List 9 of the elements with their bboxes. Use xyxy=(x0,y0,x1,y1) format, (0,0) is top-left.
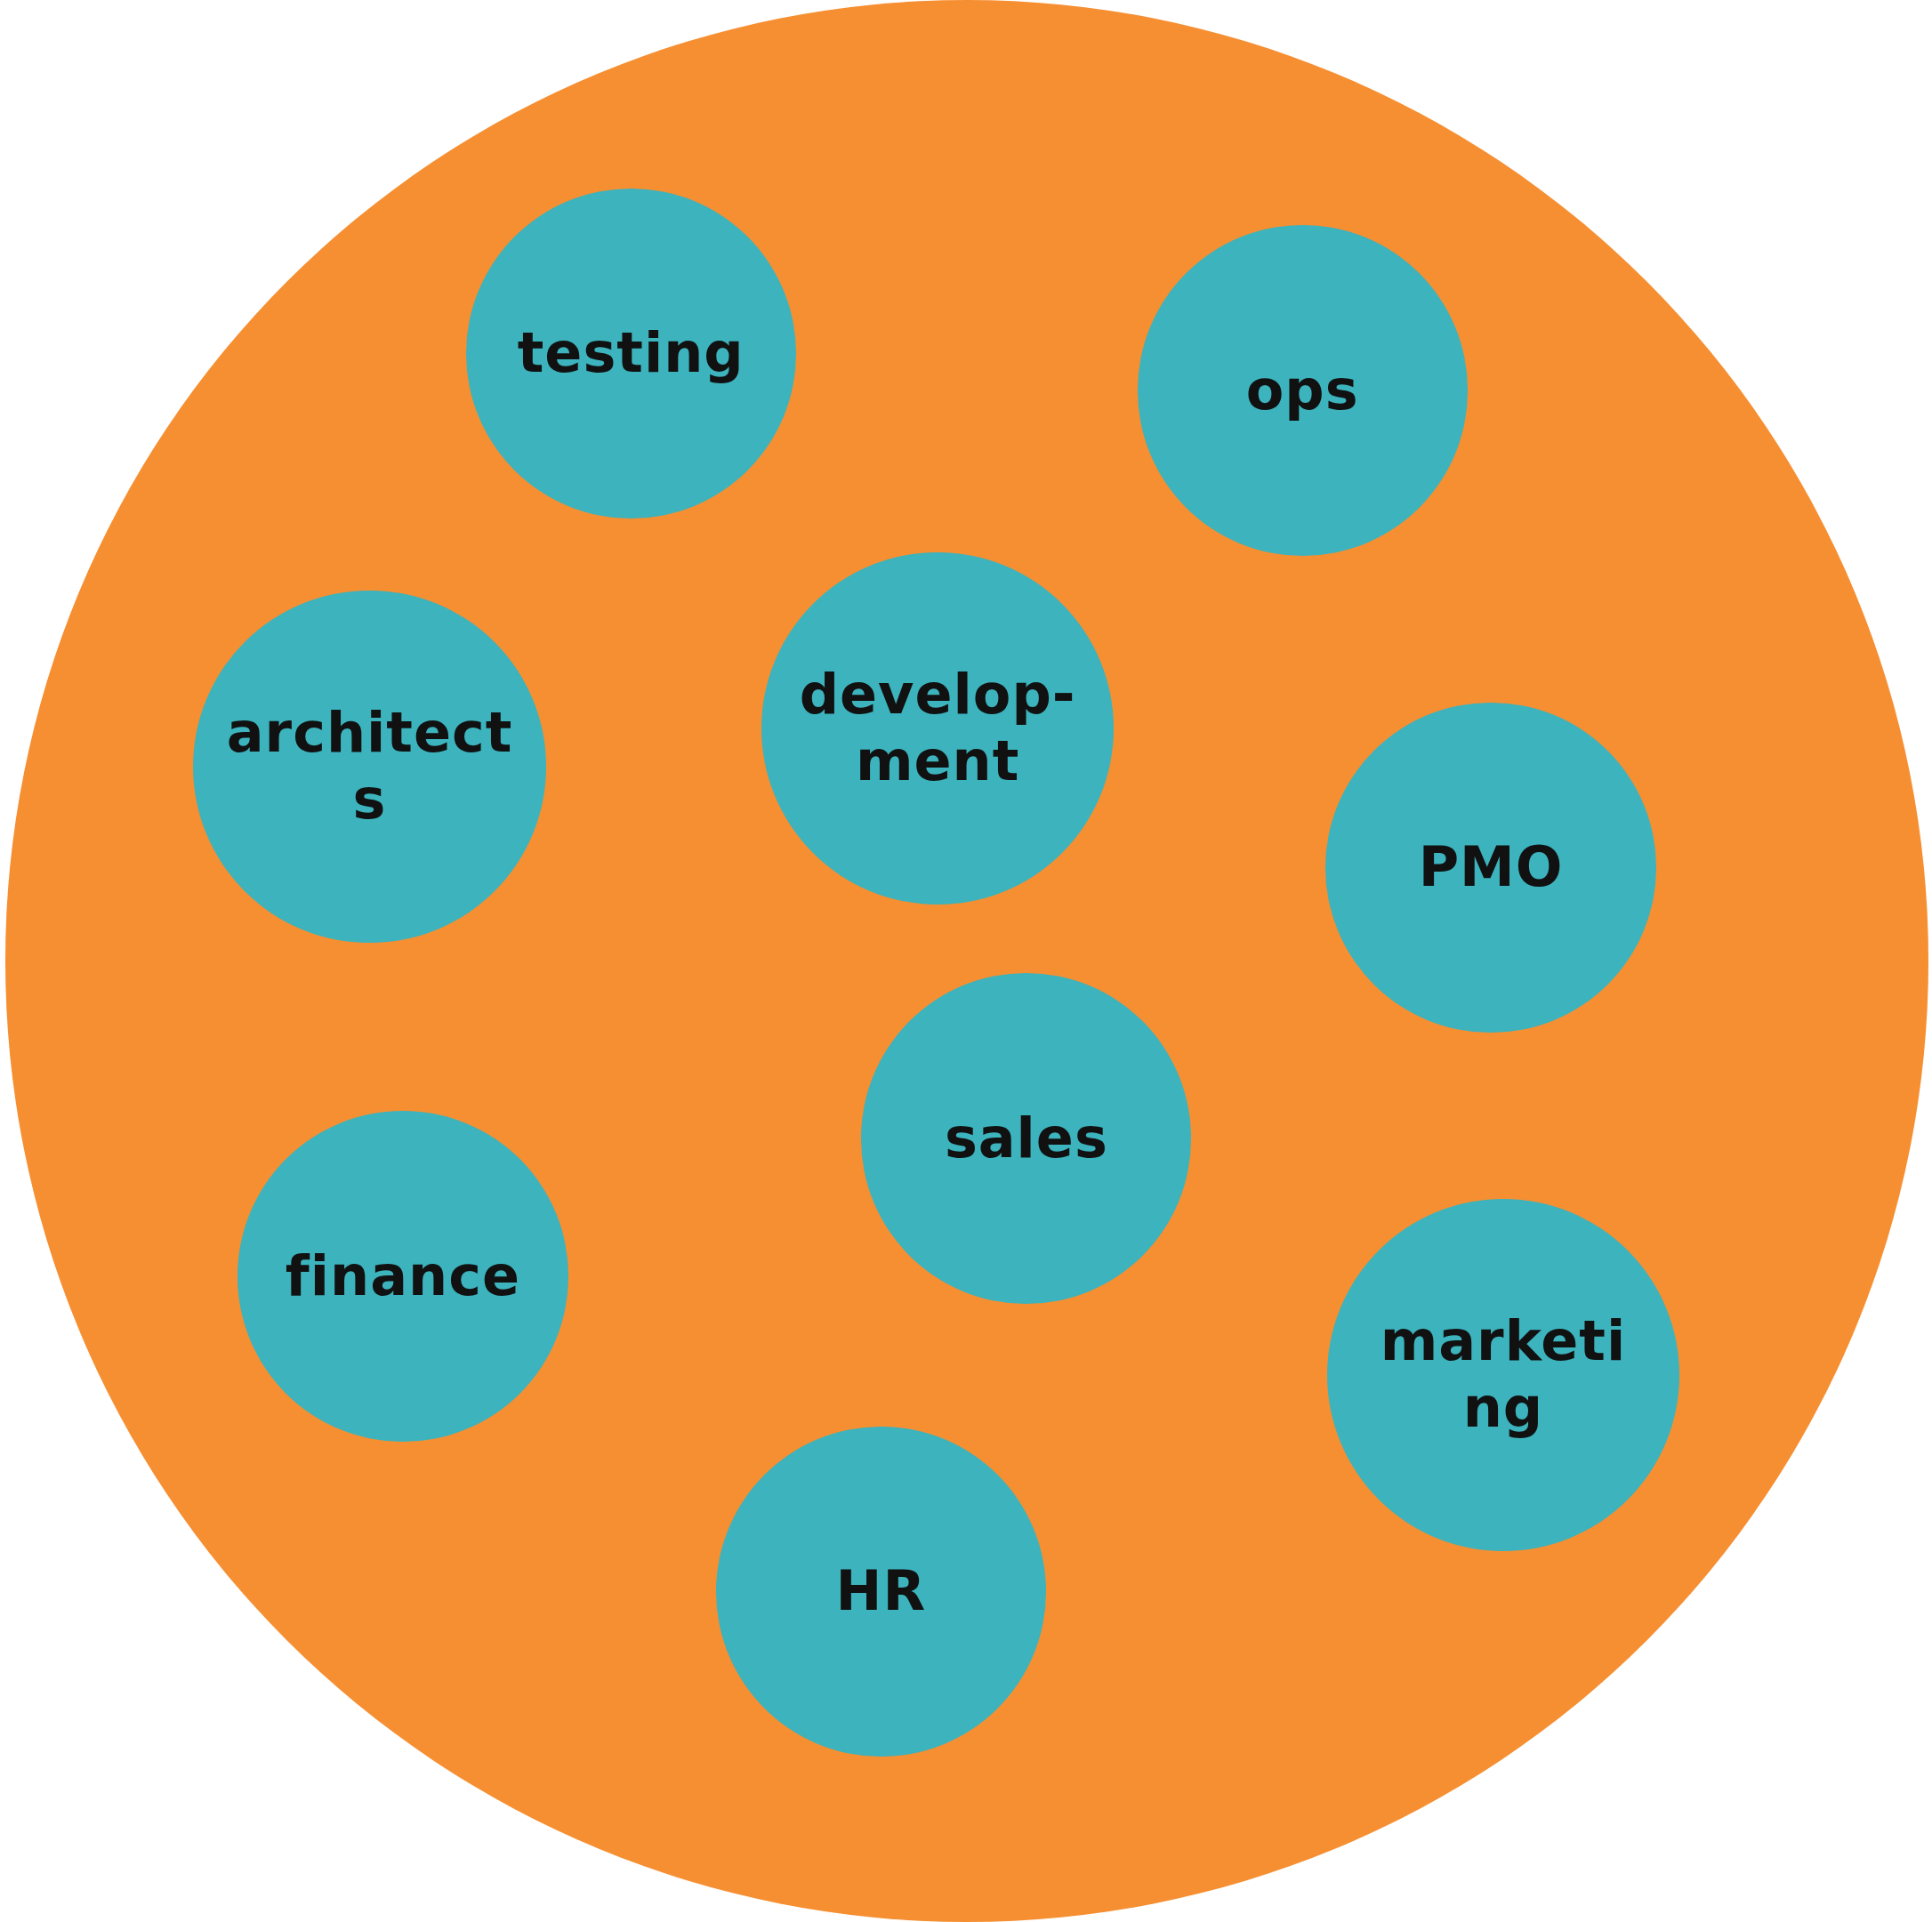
node-label: ops xyxy=(1245,357,1359,424)
node-label: architects xyxy=(225,700,514,832)
node-label: marketing xyxy=(1379,1308,1628,1442)
node-label: finance xyxy=(285,1242,520,1310)
node-label: PMO xyxy=(1418,833,1564,901)
node-label: testing xyxy=(517,320,745,387)
node-label: develop-ment xyxy=(798,662,1077,795)
node-label: HR xyxy=(835,1558,927,1625)
node-label: sales xyxy=(944,1105,1108,1172)
